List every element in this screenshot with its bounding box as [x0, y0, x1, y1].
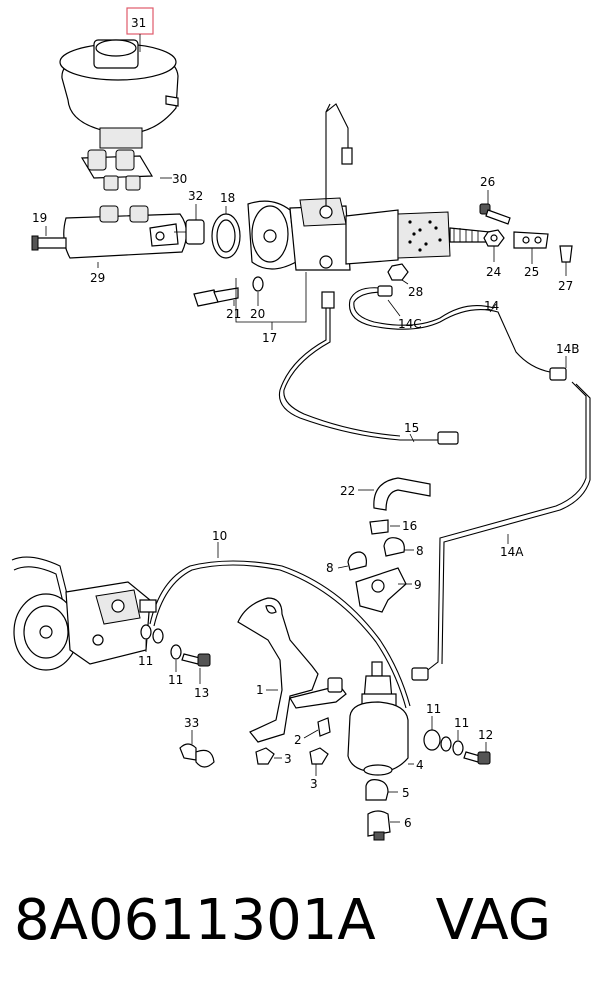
callout-21: 21: [226, 307, 241, 321]
spring-clip: [559, 245, 573, 263]
callout-9: 9: [414, 578, 422, 592]
callout-11-union: 11: [454, 716, 469, 730]
clip-16: [369, 519, 389, 535]
callout-22: 22: [340, 484, 355, 498]
nut-3a: [255, 747, 275, 765]
hex-nut: [483, 229, 505, 247]
callout-15: 15: [404, 421, 419, 435]
bolt-13: [181, 653, 211, 667]
pressure-switch: [174, 219, 205, 245]
callout-labels: 31 30 32 18 19 29 26 24 25 27 28 14C 14 …: [32, 16, 580, 830]
callout-31: 31: [131, 16, 146, 30]
callout-30: 30: [172, 172, 187, 186]
callout-26: 26: [480, 175, 495, 189]
callout-27: 27: [558, 279, 573, 293]
callout-28: 28: [408, 285, 423, 299]
reservoir-seal-plug: [80, 149, 154, 191]
caption: 8A0611301A VAG: [14, 888, 594, 953]
callout-5: 5: [402, 786, 410, 800]
mount-6: [367, 810, 391, 841]
hose-22: [373, 477, 431, 511]
callout-11-lower: 11: [168, 673, 183, 687]
callout-14a: 14A: [500, 545, 524, 559]
washer-20: [252, 276, 264, 292]
callout-4: 4: [416, 758, 424, 772]
callout-14c: 14C: [398, 317, 422, 331]
stud-2: [317, 717, 331, 737]
callout-32: 32: [188, 189, 203, 203]
callout-19: 19: [32, 211, 47, 225]
callout-33: 33: [184, 716, 199, 730]
callout-17: 17: [262, 331, 277, 345]
leader-lines: [45, 177, 567, 823]
callout-11-pump: 11: [138, 654, 153, 668]
nut-28: [387, 263, 409, 281]
callout-25: 25: [524, 265, 539, 279]
callout-12: 12: [478, 728, 493, 742]
callout-8-right: 8: [416, 544, 424, 558]
callout-3-left: 3: [284, 752, 292, 766]
callout-29: 29: [90, 271, 105, 285]
power-steering-pump: [11, 556, 157, 671]
callout-14: 14: [484, 299, 499, 313]
callout-13: 13: [194, 686, 209, 700]
clevis: [513, 231, 549, 249]
master-cylinder: [31, 205, 188, 259]
callout-18: 18: [220, 191, 235, 205]
sealing-ring: [211, 213, 241, 259]
callout-14b: 14B: [556, 342, 580, 356]
callout-11-accumulator: 11: [426, 702, 441, 716]
boot-texture: [408, 220, 442, 252]
brake-booster: [247, 103, 491, 271]
callout-3-right: 3: [310, 777, 318, 791]
bolt-12: [463, 751, 491, 765]
nut-3b: [309, 747, 329, 765]
callout-2: 2: [294, 733, 302, 747]
callout-20: 20: [250, 307, 265, 321]
washers-11: [140, 624, 182, 660]
mounting-bolt: [479, 203, 511, 225]
brake-fluid-reservoir: [59, 39, 179, 149]
part-number: 8A0611301A: [14, 888, 376, 953]
callout-24: 24: [486, 265, 501, 279]
brake-light-switch: [193, 287, 239, 307]
hydraulic-lines: [149, 285, 591, 709]
mount-5: [365, 779, 389, 801]
brand-name: VAG: [435, 888, 552, 953]
callout-8-left: 8: [326, 561, 334, 575]
union-and-washers: [423, 729, 464, 756]
clip-33: [179, 743, 215, 768]
bracket-1: [237, 597, 347, 743]
pressure-accumulator: [347, 661, 409, 776]
callout-16: 16: [402, 519, 417, 533]
callout-10: 10: [212, 529, 227, 543]
callout-6: 6: [404, 816, 412, 830]
callout-1: 1: [256, 683, 264, 697]
bracket-9: [355, 567, 407, 613]
rubber-mount-8: [347, 537, 405, 571]
